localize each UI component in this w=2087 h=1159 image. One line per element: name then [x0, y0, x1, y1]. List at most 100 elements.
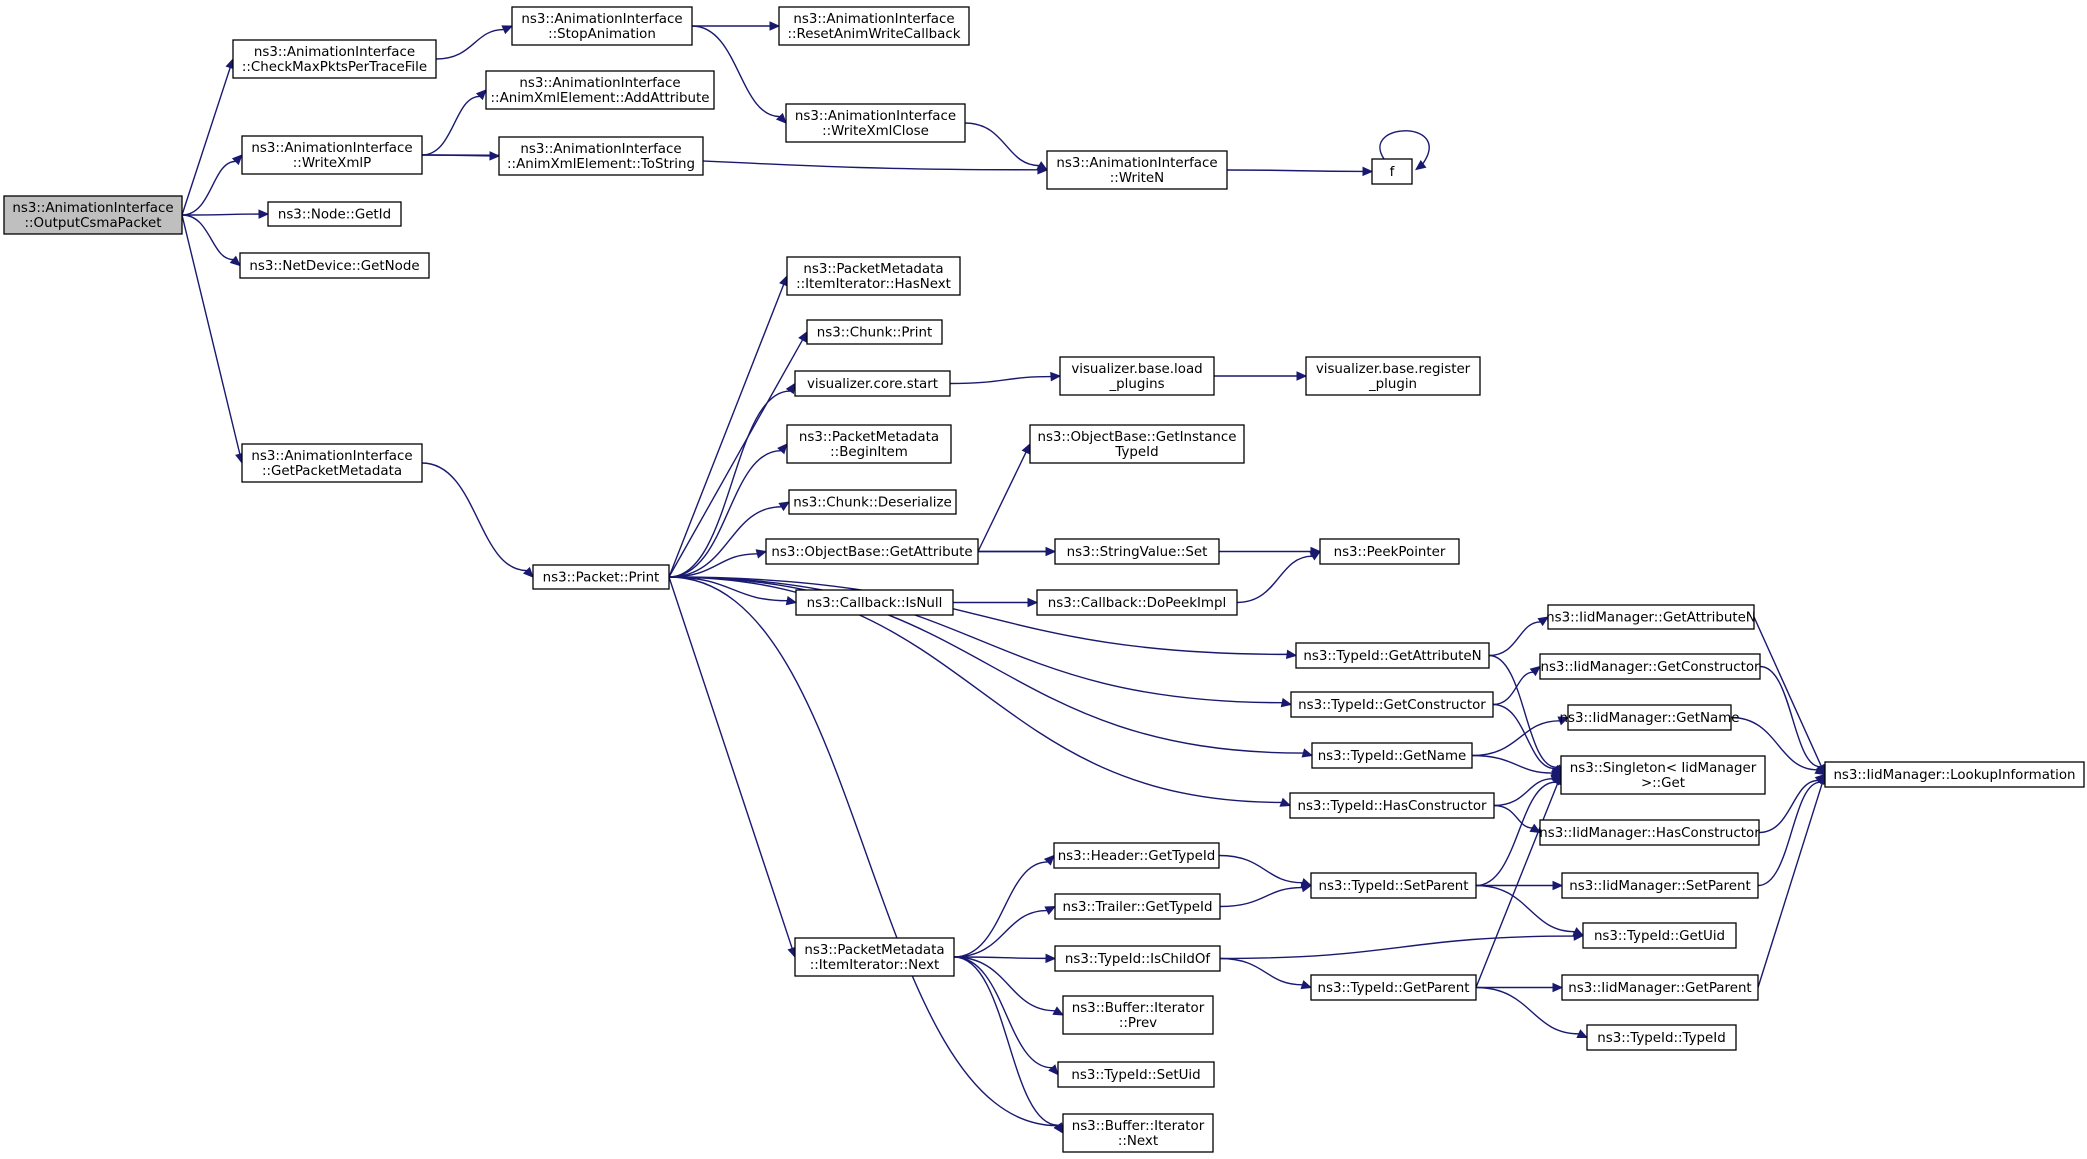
edge-arrowhead	[778, 501, 791, 512]
edge-line	[953, 956, 1047, 960]
node-packet-print[interactable]: ns3::Packet::Print	[532, 564, 670, 590]
node-chunk-print[interactable]: ns3::Chunk::Print	[806, 319, 943, 345]
node-label: ns3::PacketMetadata	[799, 430, 939, 445]
edge-arrowhead	[1036, 161, 1049, 171]
edge-line	[668, 553, 758, 578]
node-item-iter-next[interactable]: ns3::PacketMetadata::ItemIterator::Next	[794, 937, 955, 977]
node-box	[1054, 893, 1221, 920]
node-callback-is-null[interactable]: ns3::Callback::IsNull	[795, 589, 954, 616]
node-label: ns3::AnimationInterface	[520, 142, 681, 157]
edge-line	[1730, 716, 1818, 771]
edge-arrowhead	[1552, 880, 1564, 891]
node-label: ::ResetAnimWriteCallback	[787, 27, 960, 42]
node-lookup-information[interactable]: ns3::IidManager::LookupInformation	[1824, 761, 2085, 788]
node-callback-do-peek-impl[interactable]: ns3::Callback::DoPeekImpl	[1036, 589, 1238, 616]
edge-line	[668, 506, 782, 578]
node-iid-has-constructor[interactable]: ns3::IidManager::HasConstructor	[1539, 819, 1760, 846]
node-typeid-get-name[interactable]: ns3::TypeId::GetName	[1311, 742, 1473, 769]
edges-layer	[181, 21, 1827, 1135]
node-typeid-get-parent[interactable]: ns3::TypeId::GetParent	[1310, 974, 1477, 1001]
node-trailer-get-type-id[interactable]: ns3::Trailer::GetTypeId	[1054, 893, 1221, 920]
node-add-attribute[interactable]: ns3::AnimationInterface::AnimXmlElement:…	[485, 70, 715, 110]
node-stop-animation[interactable]: ns3::AnimationInterface::StopAnimation	[511, 6, 693, 46]
node-box	[1371, 158, 1413, 185]
node-reset-anim-write-cb[interactable]: ns3::AnimationInterface::ResetAnimWriteC…	[778, 6, 970, 46]
node-label: ::Prev	[1119, 1016, 1157, 1031]
node-singleton-get[interactable]: ns3::Singleton< IidManager>::Get	[1560, 755, 1766, 795]
node-label: ns3::AnimationInterface	[254, 45, 415, 60]
edge-line	[1219, 957, 1303, 986]
node-visualizer-load-plugins[interactable]: visualizer.base.load_plugins	[1059, 356, 1215, 396]
node-begin-item[interactable]: ns3::PacketMetadata::BeginItem	[786, 424, 952, 464]
node-typeid-typeid[interactable]: ns3::TypeId::TypeId	[1586, 1024, 1737, 1051]
node-box	[806, 319, 943, 345]
edge-line	[691, 25, 780, 118]
node-typeid-set-parent[interactable]: ns3::TypeId::SetParent	[1310, 872, 1477, 899]
edge-item-iter-next-to-buffer-iter-next	[953, 956, 1064, 1135]
node-netdevice-get-node[interactable]: ns3::NetDevice::GetNode	[239, 252, 430, 279]
edge-arrowhead	[1048, 1064, 1059, 1076]
node-label: visualizer.base.load	[1071, 362, 1202, 377]
node-typeid-has-constructor[interactable]: ns3::TypeId::HasConstructor	[1289, 792, 1495, 819]
edge-typeid-is-child-of-to-typeid-get-uid	[1219, 931, 1585, 960]
node-visualizer-register-plugin[interactable]: visualizer.base.register_plugin	[1305, 356, 1481, 396]
node-node-get-id[interactable]: ns3::Node::GetId	[267, 201, 402, 227]
edge-get-attribute-to-string-value-set	[978, 546, 1057, 557]
node-label: ::OutputCsmaPacket	[25, 216, 162, 231]
edge-packet-print-to-buffer-iter-next	[668, 576, 1064, 1135]
edge-line	[1492, 703, 1555, 770]
node-visualizer-core-start[interactable]: visualizer.core.start	[794, 370, 951, 397]
node-typeid-set-uid[interactable]: ns3::TypeId::SetUid	[1057, 1061, 1215, 1088]
edge-get-attribute-to-get-instance-type-id	[977, 442, 1031, 552]
node-buffer-iter-prev[interactable]: ns3::Buffer::Iterator::Prev	[1062, 995, 1214, 1035]
edge-line	[1475, 783, 1559, 988]
node-iid-get-name[interactable]: ns3::IidManager::GetName	[1559, 704, 1740, 731]
node-header-get-type-id[interactable]: ns3::Header::GetTypeId	[1053, 842, 1220, 869]
node-write-xml-p[interactable]: ns3::AnimationInterface::WriteXmlP	[241, 135, 423, 175]
node-label: ns3::IidManager::SetParent	[1569, 879, 1751, 894]
node-item-iter-has-next[interactable]: ns3::PacketMetadata::ItemIterator::HasNe…	[786, 256, 961, 296]
node-label: ns3::TypeId::SetParent	[1318, 879, 1468, 894]
node-iid-set-parent[interactable]: ns3::IidManager::SetParent	[1561, 872, 1759, 899]
node-label: ns3::Chunk::Print	[817, 326, 932, 341]
node-label: ns3::Chunk::Deserialize	[793, 496, 952, 511]
edge-line	[1471, 720, 1560, 757]
edge-line	[668, 450, 782, 578]
node-typeid-get-attribute-n[interactable]: ns3::TypeId::GetAttributeN	[1295, 642, 1490, 669]
edge-packet-print-to-typeid-get-constructor	[668, 576, 1293, 708]
node-box	[1311, 742, 1473, 769]
node-string-value-set[interactable]: ns3::StringValue::Set	[1054, 538, 1220, 565]
node-iid-get-attribute-n[interactable]: ns3::IidManager::GetAttributeN	[1546, 604, 1756, 630]
edge-arrowhead	[1280, 697, 1293, 708]
node-label: ns3::Node::GetId	[278, 208, 391, 223]
edge-line	[953, 956, 1056, 1012]
node-get-packet-metadata[interactable]: ns3::AnimationInterface::GetPacketMetada…	[241, 443, 423, 483]
node-iid-get-parent[interactable]: ns3::IidManager::GetParent	[1561, 974, 1759, 1001]
node-to-string[interactable]: ns3::AnimationInterface::AnimXmlElement:…	[498, 136, 704, 176]
edge-line	[668, 390, 791, 578]
node-peek-pointer[interactable]: ns3::PeekPointer	[1319, 538, 1460, 565]
node-iid-get-constructor[interactable]: ns3::IidManager::GetConstructor	[1539, 653, 1761, 680]
node-typeid-get-uid[interactable]: ns3::TypeId::GetUid	[1582, 922, 1737, 949]
node-root[interactable]: ns3::AnimationInterface::OutputCsmaPacke…	[3, 195, 183, 235]
edge-root-to-write-xml-p	[181, 154, 243, 216]
node-f[interactable]: f	[1371, 158, 1413, 185]
edge-line	[668, 576, 1288, 656]
node-write-n[interactable]: ns3::AnimationInterface::WriteN	[1046, 150, 1228, 190]
node-write-xml-close[interactable]: ns3::AnimationInterface::WriteXmlClose	[785, 103, 966, 143]
edge-typeid-set-parent-to-iid-set-parent	[1476, 880, 1564, 891]
node-typeid-get-constructor[interactable]: ns3::TypeId::GetConstructor	[1290, 691, 1494, 718]
node-check-max-pkts[interactable]: ns3::AnimationInterface::CheckMaxPktsPer…	[232, 39, 437, 79]
edge-line	[953, 861, 1048, 958]
node-buffer-iter-next[interactable]: ns3::Buffer::Iterator::Next	[1062, 1113, 1214, 1153]
edge-arrowhead	[1285, 649, 1298, 660]
edge-line	[953, 956, 1059, 1127]
node-chunk-deserialize[interactable]: ns3::Chunk::Deserialize	[788, 489, 957, 515]
node-typeid-is-child-of[interactable]: ns3::TypeId::IsChildOf	[1054, 945, 1221, 972]
edge-arrowhead	[769, 21, 781, 31]
edge-typeid-is-child-of-to-typeid-get-parent	[1219, 957, 1313, 990]
node-label: ns3::Buffer::Iterator	[1072, 1001, 1205, 1016]
edge-line	[1758, 779, 1819, 834]
node-get-attribute[interactable]: ns3::ObjectBase::GetAttribute	[765, 538, 979, 565]
